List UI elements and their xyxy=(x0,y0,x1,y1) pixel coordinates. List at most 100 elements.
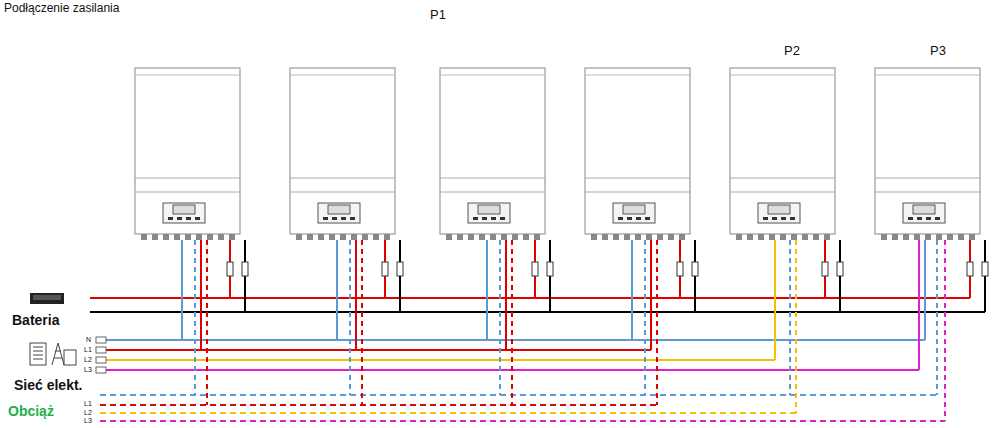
terminal xyxy=(307,234,313,240)
panel-button xyxy=(908,217,913,220)
housing-band xyxy=(290,192,395,193)
inverter-unit xyxy=(585,68,698,276)
terminal xyxy=(384,234,390,240)
terminal xyxy=(534,234,540,240)
line-label: L3 xyxy=(84,366,92,374)
lcd-display xyxy=(768,205,790,214)
drop-wire xyxy=(774,240,776,360)
fuse-symbol xyxy=(982,262,988,276)
lcd-display xyxy=(173,205,195,214)
drop-wire xyxy=(918,240,920,370)
drop-wire xyxy=(511,240,513,405)
terminal xyxy=(780,234,786,240)
terminal xyxy=(824,234,830,240)
terminal xyxy=(679,234,685,240)
terminal xyxy=(501,234,507,240)
drop-wire xyxy=(505,240,507,350)
fuse-symbol xyxy=(382,262,388,276)
inverter-housing xyxy=(585,68,690,234)
terminal xyxy=(512,234,518,240)
control-panel xyxy=(468,203,510,223)
terminal xyxy=(613,234,619,240)
drop-wire xyxy=(194,240,196,395)
terminal xyxy=(736,234,742,240)
terminal xyxy=(152,234,158,240)
housing-lip xyxy=(135,75,240,76)
drop-wire xyxy=(795,240,797,413)
terminal xyxy=(624,234,630,240)
panel-button xyxy=(341,217,346,220)
drop-wire xyxy=(944,240,946,421)
housing-lip xyxy=(440,75,545,76)
terminal xyxy=(668,234,674,240)
lcd-display xyxy=(328,205,350,214)
terminal xyxy=(958,234,964,240)
fuse-symbol xyxy=(822,262,828,276)
line-label: L1 xyxy=(84,400,92,408)
terminal xyxy=(758,234,764,240)
lcd-display xyxy=(478,205,500,214)
terminal xyxy=(747,234,753,240)
group-label: P1 xyxy=(430,8,446,22)
terminal xyxy=(207,234,213,240)
fuse-symbol xyxy=(242,262,248,276)
terminal xyxy=(802,234,808,240)
line-label: N xyxy=(86,336,91,344)
drop-wire xyxy=(355,240,357,350)
battery-icon xyxy=(30,293,64,304)
drop-wire xyxy=(656,240,658,405)
drop-wire xyxy=(349,240,351,395)
terminal xyxy=(892,234,898,240)
panel-button xyxy=(350,217,355,220)
housing-lip xyxy=(290,75,395,76)
drop-wire xyxy=(789,240,791,395)
inverter-unit xyxy=(135,68,248,276)
inverter-housing xyxy=(135,68,240,234)
panel-button xyxy=(491,217,496,220)
terminal xyxy=(329,234,335,240)
fuse-symbol xyxy=(677,262,683,276)
fuse-symbol xyxy=(547,262,553,276)
terminal xyxy=(925,234,931,240)
terminal xyxy=(163,234,169,240)
drop-wire xyxy=(499,240,501,395)
housing-band xyxy=(875,192,980,193)
panel-button xyxy=(177,217,182,220)
inverter-housing xyxy=(875,68,980,234)
housing-lip xyxy=(585,75,690,76)
bus-wire xyxy=(100,420,945,422)
terminal xyxy=(373,234,379,240)
inverter-housing xyxy=(290,68,395,234)
housing-band xyxy=(440,192,545,193)
panel-button xyxy=(627,217,632,220)
terminal xyxy=(446,234,452,240)
bus-wire xyxy=(100,412,796,414)
terminal xyxy=(646,234,652,240)
battery-icon-cells xyxy=(33,295,61,300)
panel-button xyxy=(168,217,173,220)
terminal xyxy=(196,234,202,240)
panel-button xyxy=(645,217,650,220)
drop-wire xyxy=(181,240,183,340)
terminal xyxy=(813,234,819,240)
panel-button xyxy=(332,217,337,220)
housing-band xyxy=(135,192,240,193)
panel-button xyxy=(917,217,922,220)
drop-wire xyxy=(924,240,926,340)
inverter-unit xyxy=(440,68,553,276)
panel-button xyxy=(935,217,940,220)
line-label: L3 xyxy=(84,417,92,425)
terminal xyxy=(914,234,920,240)
bus-wire xyxy=(100,404,657,406)
panel-button xyxy=(618,217,623,220)
inverter-housing xyxy=(440,68,545,234)
terminal xyxy=(318,234,324,240)
inverter-unit xyxy=(875,68,988,276)
bus-lines xyxy=(90,240,985,421)
housing-band xyxy=(730,178,835,179)
terminal xyxy=(479,234,485,240)
drop-wire xyxy=(650,240,652,350)
panel-button xyxy=(186,217,191,220)
panel-button xyxy=(781,217,786,220)
